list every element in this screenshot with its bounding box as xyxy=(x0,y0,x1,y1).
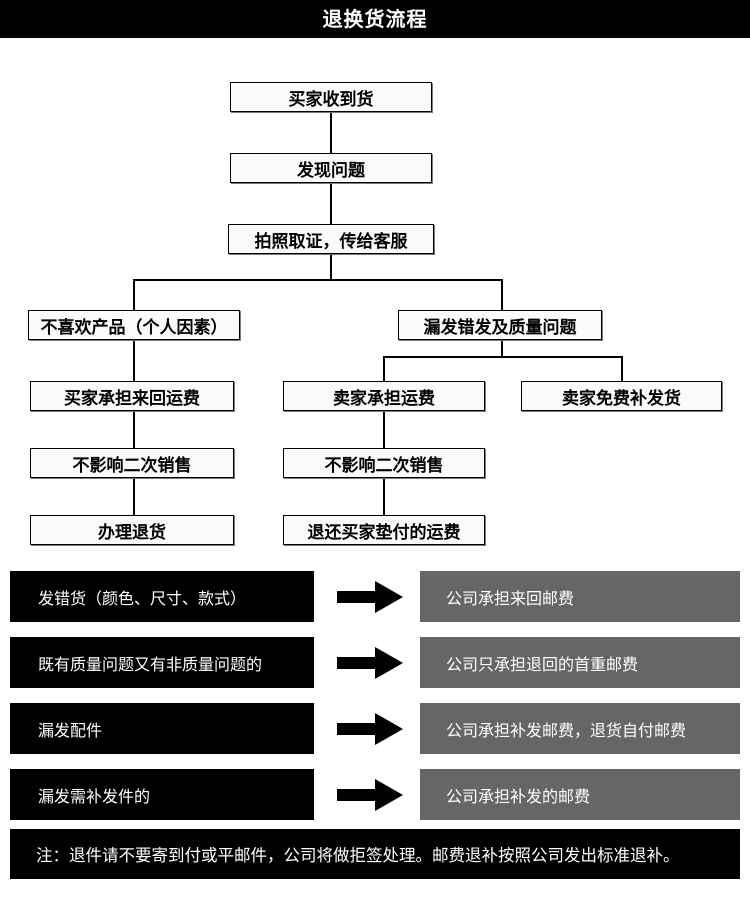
flow-node-received: 买家收到货 xyxy=(230,82,432,112)
connector-buyerpays-to-resale xyxy=(133,411,135,448)
connector-resale-to-refund xyxy=(383,478,385,515)
policy-condition-3: 漏发需补发件的 xyxy=(10,769,314,820)
connector-found-to-photo xyxy=(330,183,332,224)
arrow-right-icon-0 xyxy=(337,581,403,613)
flow-node-photo-evidence: 拍照取证，传给客服 xyxy=(228,224,434,254)
header-bar xyxy=(0,0,750,38)
page-title: 退换货流程 xyxy=(322,7,428,31)
flow-node-buyer-pays-roundtrip: 买家承担来回运费 xyxy=(30,381,234,411)
connector-split-bar-level1 xyxy=(133,279,503,281)
connector-personal-to-buyerpays xyxy=(133,340,135,381)
flow-node-no-affect-resale-mid: 不影响二次销售 xyxy=(283,448,485,478)
policy-condition-0: 发错货（颜色、尺寸、款式） xyxy=(10,571,314,622)
policy-condition-1: 既有质量问题又有非质量问题的 xyxy=(10,637,314,688)
flow-node-no-affect-resale-left: 不影响二次销售 xyxy=(30,448,234,478)
policy-result-0: 公司承担来回邮费 xyxy=(420,571,740,622)
connector-resale-to-return xyxy=(133,478,135,515)
flow-node-refund-prepaid-shipping: 退还买家垫付的运费 xyxy=(283,515,485,545)
flow-node-seller-free-reship: 卖家免费补发货 xyxy=(521,381,722,411)
connector-split-far-right-drop xyxy=(621,356,623,381)
flow-node-found-problem: 发现问题 xyxy=(230,153,432,183)
connector-quality-down xyxy=(501,340,503,357)
policy-condition-2: 漏发配件 xyxy=(10,703,314,754)
arrow-right-icon-2 xyxy=(337,713,403,745)
connector-photo-down xyxy=(330,254,332,280)
connector-split-bar-level2 xyxy=(383,356,623,358)
connector-received-to-found xyxy=(330,112,332,153)
footer-note: 注：退件请不要寄到付或平邮件，公司将做拒签处理。邮费退补按照公司发出标准退补。 xyxy=(10,829,740,879)
policy-result-2: 公司承担补发邮费，退货自付邮费 xyxy=(420,703,740,754)
policy-result-3: 公司承担补发的邮费 xyxy=(420,769,740,820)
connector-sellerpays-to-resale xyxy=(383,411,385,448)
connector-split-right-drop xyxy=(501,279,503,310)
arrow-right-icon-3 xyxy=(337,779,403,811)
arrow-right-icon-1 xyxy=(337,647,403,679)
flow-node-process-return: 办理退货 xyxy=(30,515,234,545)
flow-node-branch-quality: 漏发错发及质量问题 xyxy=(398,310,602,340)
policy-result-1: 公司只承担退回的首重邮费 xyxy=(420,637,740,688)
connector-split-left-drop xyxy=(133,279,135,310)
flow-node-branch-personal: 不喜欢产品（个人因素） xyxy=(28,310,240,340)
connector-split-mid-drop xyxy=(383,356,385,381)
flow-node-seller-pays-shipping: 卖家承担运费 xyxy=(283,381,485,411)
